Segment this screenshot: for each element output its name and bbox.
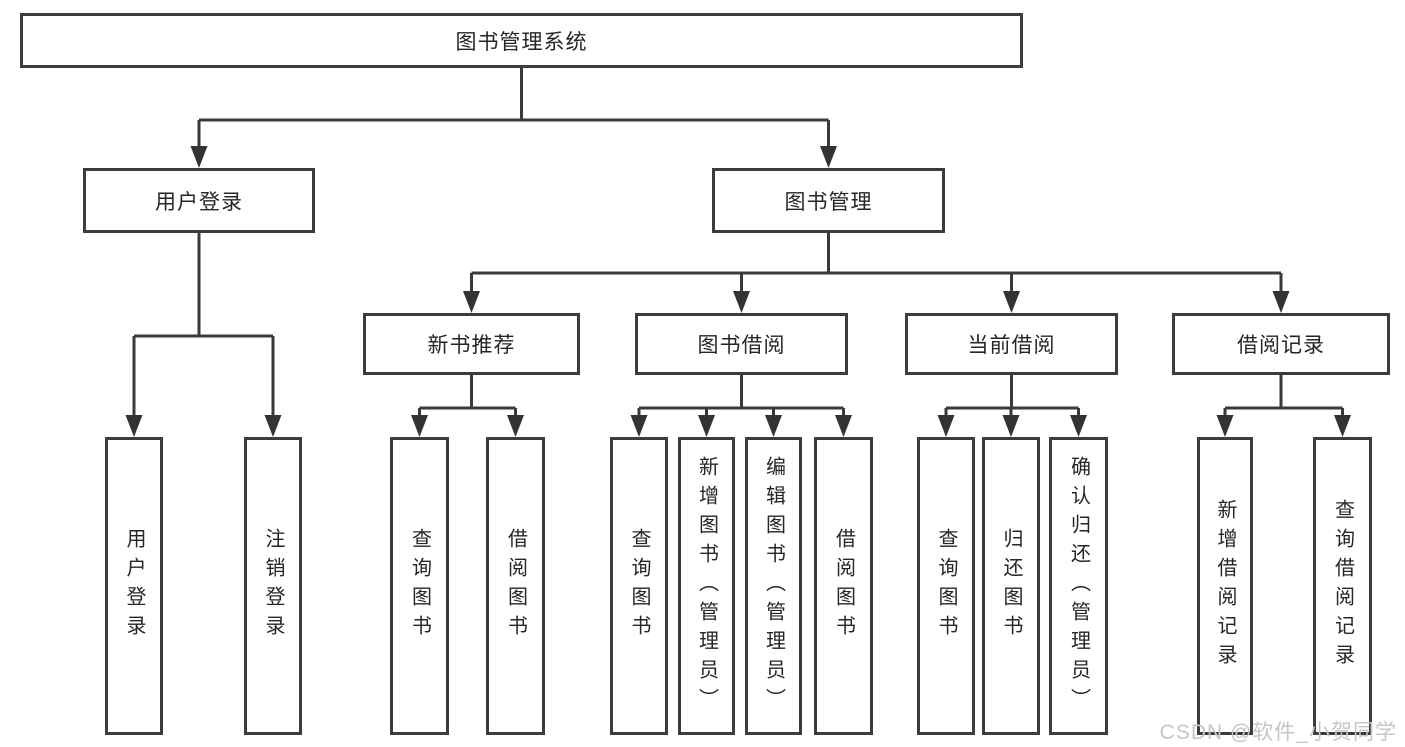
node-label: 借阅图书 <box>832 528 855 644</box>
leaf-query-books: 查询图书 <box>390 437 449 735</box>
node-root-system: 图书管理系统 <box>20 13 1023 68</box>
leaf-logout: 注销登录 <box>244 437 302 735</box>
leaf-confirm-return-admin: 确认归还（管理员） <box>1049 437 1108 735</box>
node-label: 确认归还（管理员） <box>1067 455 1090 717</box>
node-user-login: 用户登录 <box>83 168 315 233</box>
node-label: 图书借阅 <box>697 334 786 357</box>
leaf-add-borrow-record: 新增借阅记录 <box>1197 437 1253 735</box>
leaf-borrow-books: 借阅图书 <box>814 437 873 735</box>
node-label: 查询图书 <box>408 528 431 644</box>
node-current-borrowing: 当前借阅 <box>905 313 1118 375</box>
leaf-add-books-admin: 新增图书（管理员） <box>678 437 735 735</box>
leaf-return-books: 归还图书 <box>982 437 1040 735</box>
node-new-book-recommendation: 新书推荐 <box>363 313 580 375</box>
node-book-borrowing: 图书借阅 <box>635 313 848 375</box>
node-label: 图书管理 <box>784 190 873 214</box>
node-label: 当前借阅 <box>967 334 1056 357</box>
node-label: 编辑图书（管理员） <box>762 455 785 717</box>
node-label: 查询图书 <box>628 528 650 644</box>
node-label: 查询借阅记录 <box>1331 499 1354 673</box>
node-label: 借阅记录 <box>1237 334 1325 357</box>
edge-user-login-to-leaves <box>132 233 275 432</box>
leaf-borrow-books: 借阅图书 <box>486 437 545 735</box>
edge-new-book-to-leaves <box>418 375 517 432</box>
node-label: 归还图书 <box>1000 528 1022 644</box>
edge-root-to-level2 <box>197 68 830 163</box>
node-label: 用户登录 <box>123 528 145 644</box>
node-label: 新增图书（管理员） <box>695 455 718 717</box>
node-label: 图书管理系统 <box>455 30 588 54</box>
edge-book-mgmt-to-level3 <box>470 233 1283 308</box>
leaf-query-books: 查询图书 <box>917 437 975 735</box>
leaf-query-books: 查询图书 <box>610 437 668 735</box>
node-label: 新增借阅记录 <box>1214 499 1236 673</box>
leaf-query-borrow-record: 查询借阅记录 <box>1313 437 1372 735</box>
node-label: 新书推荐 <box>427 334 516 357</box>
node-label: 注销登录 <box>262 528 284 644</box>
leaf-edit-books-admin: 编辑图书（管理员） <box>745 437 802 735</box>
edge-borrow-record-to-leaves <box>1223 375 1344 432</box>
csdn-watermark: CSDN @软件_小贺同学 <box>1159 721 1397 744</box>
node-label: 借阅图书 <box>504 528 527 644</box>
node-book-management: 图书管理 <box>712 168 945 233</box>
node-label: 用户登录 <box>155 190 243 214</box>
node-borrowing-records: 借阅记录 <box>1172 313 1390 375</box>
edge-book-borrow-to-leaves <box>637 375 845 432</box>
leaf-user-login: 用户登录 <box>105 437 163 735</box>
node-label: 查询图书 <box>935 528 957 644</box>
